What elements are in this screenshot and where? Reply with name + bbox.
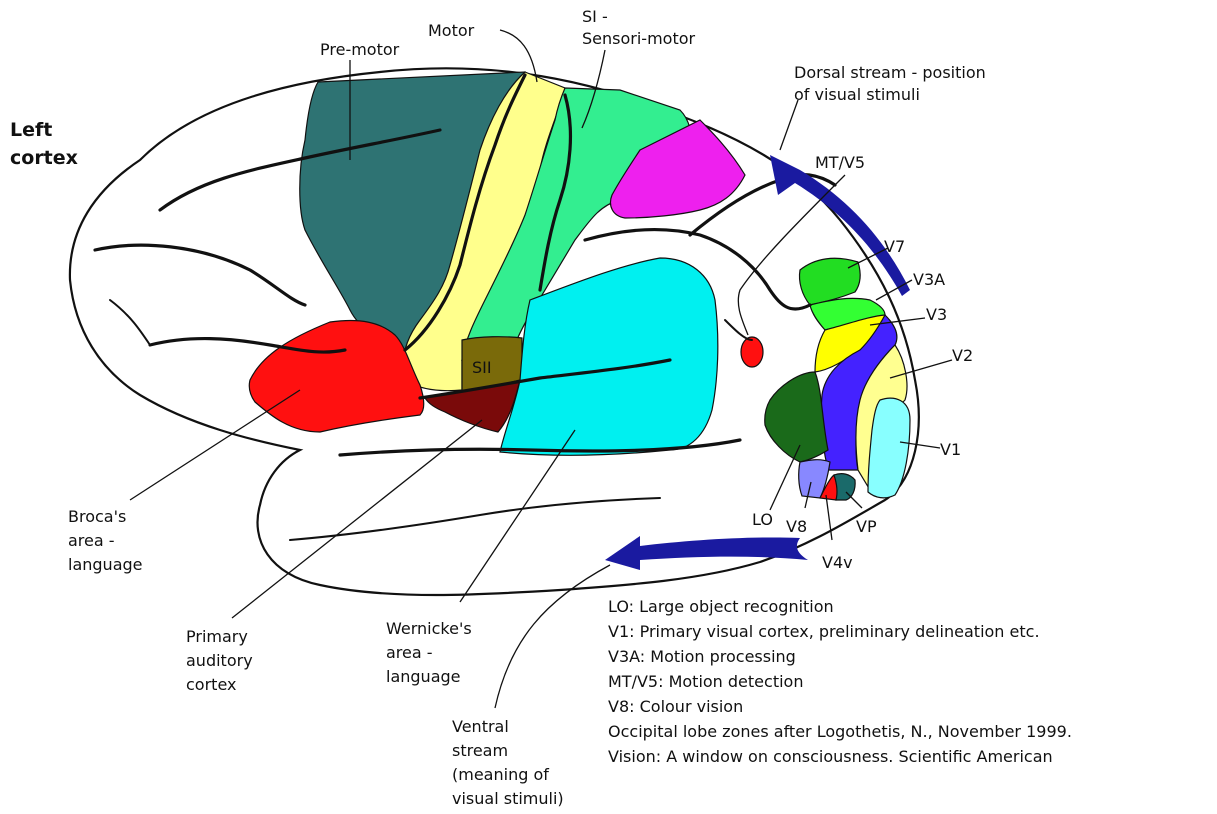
label-ventral-1: Ventral bbox=[452, 717, 509, 736]
label-v7: V7 bbox=[884, 237, 905, 256]
label-v1: V1 bbox=[940, 440, 961, 459]
legend-line: V1: Primary visual cortex, preliminary d… bbox=[608, 622, 1040, 641]
label-si-line1: SI - bbox=[582, 7, 608, 26]
label-si-line2: Sensori-motor bbox=[582, 29, 696, 48]
label-broca-2: area - bbox=[68, 531, 115, 550]
label-auditory-2: auditory bbox=[186, 651, 253, 670]
label-wernicke-1: Wernicke's bbox=[386, 619, 472, 638]
title-line2: cortex bbox=[10, 147, 78, 169]
legend-line: MT/V5: Motion detection bbox=[608, 672, 803, 691]
legend-line: V3A: Motion processing bbox=[608, 647, 796, 666]
label-wernicke-3: language bbox=[386, 667, 461, 686]
leader-dorsal bbox=[780, 100, 798, 150]
label-v2: V2 bbox=[952, 346, 973, 365]
label-ventral-3: (meaning of bbox=[452, 765, 549, 784]
label-motor: Motor bbox=[428, 21, 475, 40]
label-premotor: Pre-motor bbox=[320, 40, 400, 59]
legend-line: Occipital lobe zones after Logothetis, N… bbox=[608, 722, 1072, 741]
label-dorsal-line1: Dorsal stream - position bbox=[794, 63, 986, 82]
legend-line: LO: Large object recognition bbox=[608, 597, 834, 616]
label-broca-3: language bbox=[68, 555, 143, 574]
legend: LO: Large object recognition V1: Primary… bbox=[608, 597, 1072, 766]
label-v3: V3 bbox=[926, 305, 947, 324]
label-ventral-4: visual stimuli) bbox=[452, 789, 564, 808]
label-mt-v5: MT/V5 bbox=[815, 153, 865, 172]
label-lo: LO bbox=[752, 510, 773, 529]
mt-v5-region bbox=[741, 337, 763, 367]
label-dorsal-line2: of visual stimuli bbox=[794, 85, 920, 104]
legend-line: V8: Colour vision bbox=[608, 697, 743, 716]
vp-region bbox=[834, 474, 855, 500]
label-v8: V8 bbox=[786, 517, 807, 536]
label-ventral-2: stream bbox=[452, 741, 508, 760]
label-sii: SII bbox=[472, 358, 492, 377]
label-wernicke-2: area - bbox=[386, 643, 433, 662]
label-auditory-3: cortex bbox=[186, 675, 236, 694]
legend-line: Vision: A window on consciousness. Scien… bbox=[608, 747, 1053, 766]
label-auditory-1: Primary bbox=[186, 627, 248, 646]
label-v3a: V3A bbox=[913, 270, 945, 289]
label-v4v: V4v bbox=[822, 553, 853, 572]
label-broca-1: Broca's bbox=[68, 507, 126, 526]
title-line1: Left bbox=[10, 119, 52, 141]
label-vp: VP bbox=[856, 517, 877, 536]
